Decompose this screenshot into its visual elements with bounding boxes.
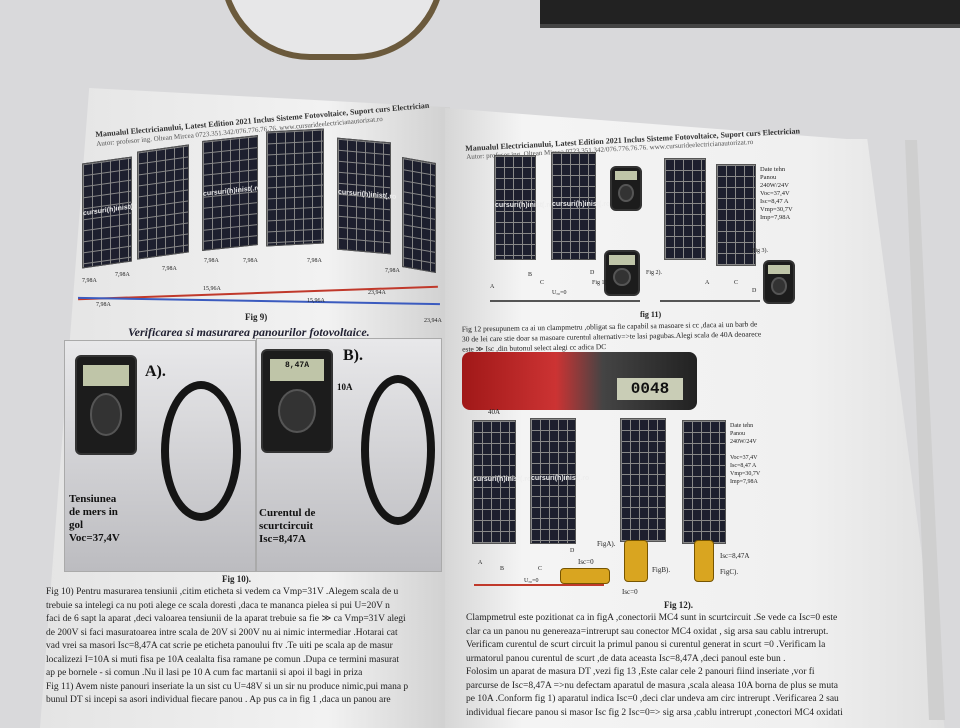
current-label: Isc=0: [578, 558, 594, 566]
node-label: B: [500, 566, 505, 572]
node-label: C: [538, 566, 543, 572]
clamp-meter-a: [560, 568, 610, 584]
fig12-caption: Fig 12).: [664, 600, 693, 610]
multimeter: 8,47A: [261, 349, 333, 453]
multimeter: [75, 355, 137, 455]
current-label: 7,98A: [204, 258, 219, 264]
wire: [474, 584, 604, 586]
multimeter: [610, 166, 642, 211]
wire: [660, 300, 760, 302]
solar-panel: cursuri(h)inist(.ro: [494, 155, 553, 260]
current-label: Isc=8,47A: [720, 552, 750, 560]
current-label: 7,98A: [385, 268, 400, 274]
solar-panel: [716, 164, 756, 266]
solar-panel: [266, 128, 324, 247]
current-label: 7,98A: [96, 302, 111, 308]
solar-panel: [664, 158, 706, 260]
current-label: 7,98A: [115, 272, 130, 278]
current-label: 15,96A: [203, 286, 221, 292]
range-label: 40A: [488, 408, 501, 416]
fig11-text: Fig 12 presupunem ca ai un clampmetru ,o…: [461, 319, 762, 354]
current-label: 7,98A: [162, 266, 177, 272]
current-label: 7,98A: [307, 258, 322, 264]
solar-panel: [402, 157, 436, 273]
solar-panel: [137, 144, 189, 260]
clamp-meter: 0048: [462, 352, 697, 410]
desk-object: [540, 0, 960, 28]
node-label: C: [540, 280, 545, 286]
clamp-meter-b: [624, 540, 648, 582]
fig-label: Fig 1).: [592, 280, 609, 286]
solar-panel: cursuri(h)inist(.ro: [472, 420, 531, 544]
current-label: 7,98A: [243, 258, 258, 264]
cable: [161, 381, 241, 521]
fig-label: FigC).: [720, 568, 739, 576]
fig-label: Fig 3).: [752, 248, 769, 254]
multimeter: [763, 260, 795, 304]
voltage-label: Uₐ₀=0: [552, 290, 567, 296]
solar-panel: [620, 418, 666, 542]
current-label: 15,96A: [307, 298, 325, 304]
current-label: 7,98A: [82, 278, 97, 284]
fig-label: FigB).: [652, 566, 671, 574]
cable: [361, 375, 435, 525]
solar-panel: cursuri(h)inist(.ro: [551, 152, 610, 260]
node-label: D: [590, 270, 595, 276]
solar-panel: cursuri(h)inist(.ro: [202, 135, 261, 251]
solar-panel: cursuri(h)inist(.ro: [337, 137, 396, 255]
solar-panel: cursuri(h)inist(.ro: [82, 156, 141, 269]
photo-label: A).: [145, 363, 166, 380]
fig-label: FigA).: [597, 540, 616, 548]
node-label: D: [752, 288, 757, 294]
node-label: A: [478, 560, 483, 566]
node-label: C: [734, 280, 739, 286]
multimeter: [604, 250, 640, 296]
range-label: 10A: [337, 382, 353, 392]
current-label: 23,94A: [368, 290, 386, 296]
right-body-text: Clampmetrul este pozitionat ca in figA ,…: [466, 613, 843, 718]
left-body-text: Fig 10) Pentru masurarea tensiunii ,citi…: [46, 587, 409, 705]
node-label: A: [705, 280, 710, 286]
photo-label: B).: [343, 347, 363, 364]
solar-panel: cursuri(h)inist(.ro: [530, 418, 589, 544]
current-label: Isc=0: [622, 588, 638, 596]
voltage-label: Uₐ₀=0: [524, 578, 539, 584]
fig11-caption: fig 11): [640, 310, 662, 319]
node-label: B: [528, 272, 533, 278]
section-title: Verificarea si masurarea panourilor foto…: [128, 325, 370, 339]
fig10-caption: Fig 10).: [222, 574, 251, 584]
solar-panel: [682, 420, 726, 544]
current-label: 23,94A: [424, 318, 442, 324]
wire: [490, 300, 640, 302]
fig9-caption: Fig 9): [245, 312, 268, 322]
node-label: A: [490, 284, 495, 290]
node-label: D: [570, 548, 575, 554]
fig-label: Fig 2).: [646, 270, 663, 276]
clamp-meter-c: [694, 540, 714, 582]
vase: [220, 0, 445, 60]
